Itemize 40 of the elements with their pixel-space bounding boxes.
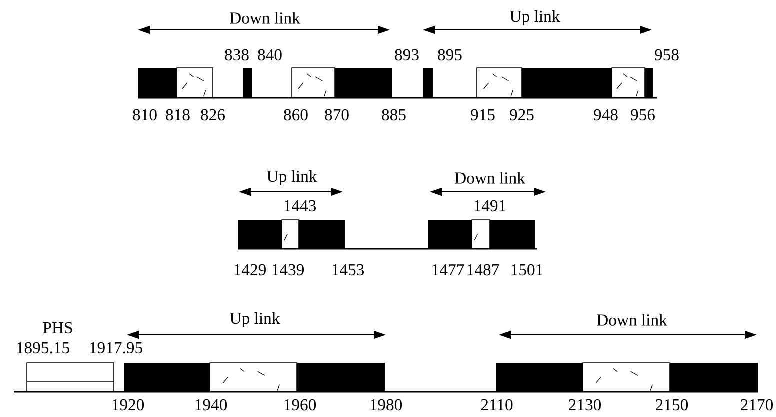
frequency-label: 958: [655, 49, 679, 61]
frequency-label: 2170: [741, 399, 774, 411]
band-label: PHS: [43, 322, 72, 334]
frequency-label: 1429: [234, 264, 266, 276]
frequency-label: 1960: [284, 399, 316, 411]
band-label: Down link: [455, 172, 526, 184]
frequency-label: 1501: [512, 264, 543, 276]
frequency-label: 826: [201, 109, 226, 121]
frequency-label: 860: [284, 109, 308, 121]
frequency-label: 1940: [196, 399, 228, 411]
frequency-label: 1477: [432, 264, 464, 276]
frequency-label: 956: [631, 109, 655, 121]
frequency-label: 818: [166, 109, 190, 121]
frequency-label: 1980: [370, 399, 402, 411]
frequency-label: 840: [258, 49, 282, 61]
frequency-label: 895: [438, 49, 462, 61]
frequency-label: 1491: [474, 200, 506, 212]
frequency-label: 870: [325, 109, 349, 121]
band-label: Down link: [230, 12, 300, 24]
frequency-label: 915: [471, 109, 495, 121]
frequency-label: 1920: [112, 399, 144, 411]
frequency-label: 2130: [569, 399, 602, 411]
frequency-label: 2150: [656, 399, 688, 411]
frequency-label: 925: [510, 109, 534, 121]
band-label: Down link: [597, 314, 668, 326]
frequency-label: 2110: [481, 399, 513, 411]
frequency-label: 893: [395, 49, 419, 61]
frequency-label: 838: [225, 49, 249, 61]
band-label: Up link: [267, 170, 318, 186]
frequency-label: 1917.95: [90, 342, 142, 354]
frequency-label: 810: [133, 109, 157, 121]
frequency-label: 1895.15: [17, 342, 70, 354]
frequency-label: 1443: [284, 200, 316, 212]
band-label: Up link: [230, 312, 280, 328]
frequency-label: 1487: [468, 264, 500, 276]
band-label: Up link: [510, 10, 560, 26]
frequency-label: 1453: [332, 264, 364, 276]
frequency-label: 885: [382, 109, 406, 121]
frequency-label: 1439: [272, 264, 304, 276]
frequency-label: 948: [594, 109, 618, 121]
